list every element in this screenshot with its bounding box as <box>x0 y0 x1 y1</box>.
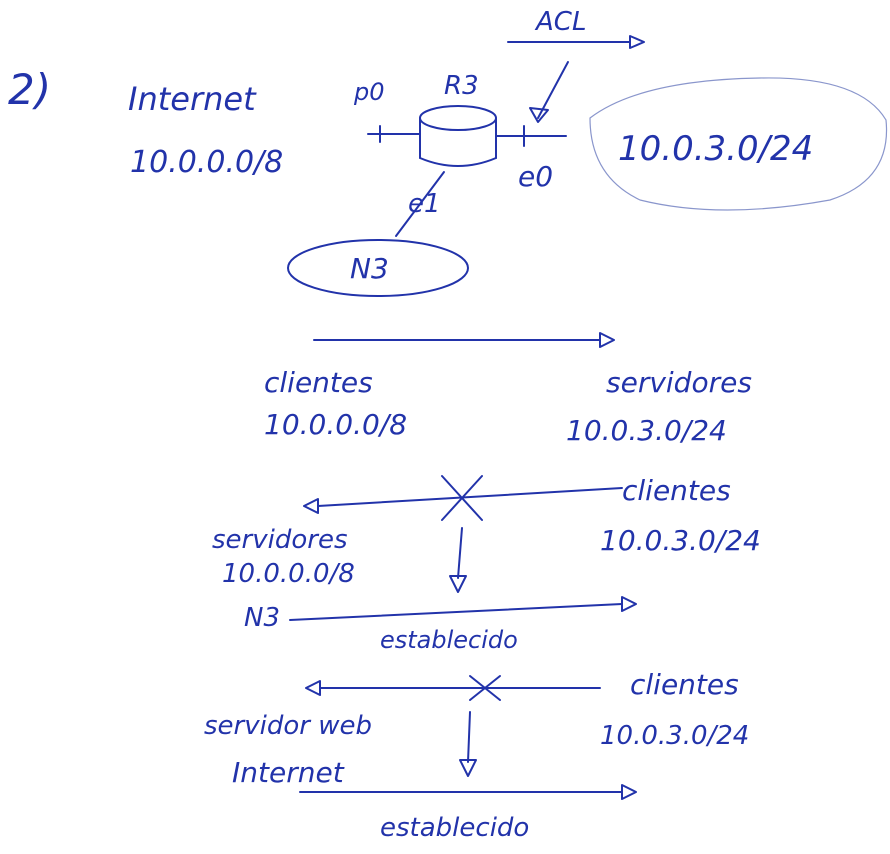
flow3-down-arrowhead <box>459 759 477 777</box>
port-e1-label: e1 <box>408 189 441 219</box>
flow3-left-label-1: servidor web <box>204 711 372 741</box>
servers-network-cloud <box>589 77 888 211</box>
flow1-left-label: clientes <box>264 366 373 399</box>
flow2-established-label: establecido <box>380 626 518 654</box>
flow3-right-cidr: 10.0.3.0/24 <box>600 721 749 751</box>
flow3-arrowhead <box>305 680 321 696</box>
port-p0-label: p0 <box>353 78 385 106</box>
flow3-down-arrow-line <box>467 711 471 763</box>
flow3-established-label: establecido <box>380 813 529 843</box>
flow3-left-label-2: Internet <box>232 756 345 789</box>
e1-link <box>395 171 445 237</box>
internet-cidr: 10.0.0.0/8 <box>130 145 283 180</box>
flow2-n3-label: N3 <box>244 603 280 633</box>
acl-label: ACL <box>534 7 586 37</box>
flow2-established-arrow-line <box>289 603 623 621</box>
flow1-left-cidr: 10.0.0.0/8 <box>264 408 407 441</box>
flow2-established-arrowhead <box>621 596 637 612</box>
flow2-block-x-b <box>441 475 483 521</box>
flow1-arrowhead <box>599 332 615 348</box>
flow2-right-cidr: 10.0.3.0/24 <box>600 524 761 557</box>
n3-network-ellipse <box>287 239 469 297</box>
n3-network-label: N3 <box>350 252 389 285</box>
flow2-arrow-line <box>317 487 623 507</box>
flow2-left-cidr: 10.0.0.0/8 <box>222 559 355 589</box>
servers-network-cidr: 10.0.3.0/24 <box>618 129 813 169</box>
flow2-down-arrowhead <box>449 575 467 593</box>
router-name: R3 <box>444 71 479 101</box>
port-e0-label: e0 <box>518 160 553 193</box>
flow2-arrowhead <box>303 498 319 514</box>
flow2-down-arrow-line <box>457 527 463 579</box>
flow3-established-arrowhead <box>621 784 637 800</box>
flow3-block-x-b <box>469 675 501 701</box>
flow1-right-cidr: 10.0.3.0/24 <box>566 414 727 447</box>
router-icon <box>419 105 497 167</box>
acl-direction-arrowhead <box>629 35 645 49</box>
flow2-right-label: clientes <box>622 474 731 507</box>
exercise-number: 2) <box>8 65 51 114</box>
acl-pointer-arrowhead <box>529 107 549 123</box>
internet-label: Internet <box>128 80 257 118</box>
flow2-left-label: servidores <box>212 525 347 555</box>
flow1-right-label: servidores <box>606 366 752 399</box>
flow3-right-label: clientes <box>630 668 739 701</box>
